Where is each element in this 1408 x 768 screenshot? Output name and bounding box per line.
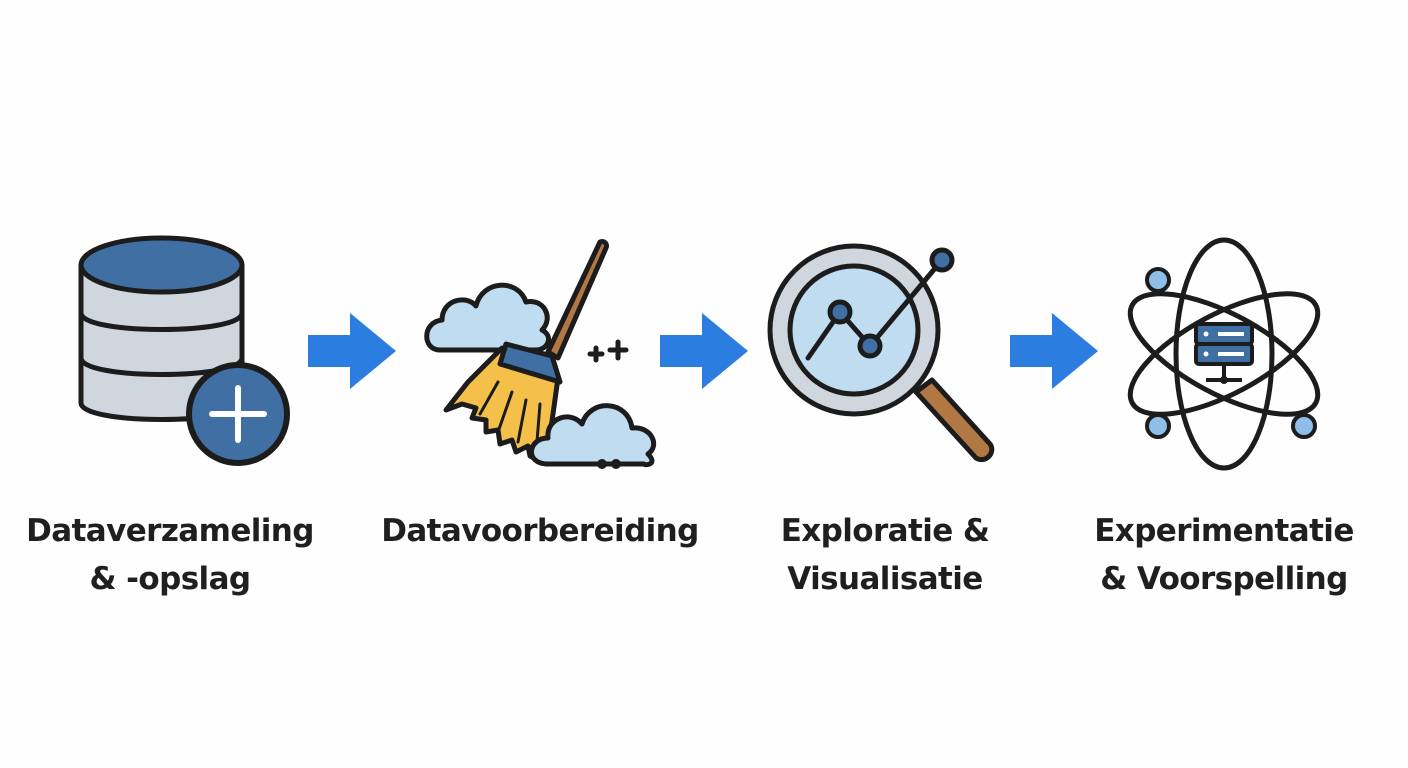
label-line: Experimentatie (1094, 513, 1354, 549)
arrow-right-icon (308, 313, 396, 389)
arrow-right-icon (1010, 313, 1098, 389)
atom-server-icon (1127, 237, 1321, 471)
label-line: Datavoorbereiding (381, 513, 699, 549)
label-line: Dataverzameling (26, 513, 314, 549)
magnifier-chart-icon (767, 243, 995, 462)
arrow-right-icon (660, 313, 748, 389)
step-label-exploration: Exploratie & Visualisatie (740, 507, 1030, 603)
step-label-experimentation: Experimentatie & Voorspelling (1068, 507, 1380, 603)
broom-cleaning-icon (424, 239, 656, 469)
label-line: Exploratie & (780, 513, 990, 549)
label-line: & -opslag (89, 561, 252, 597)
label-line: Visualisatie (787, 561, 983, 597)
step-label-data-preparation: Datavoorbereiding (366, 507, 714, 555)
database-add-icon (78, 235, 290, 466)
step-label-data-collection: Dataverzameling & -opslag (10, 507, 330, 603)
label-line: & Voorspelling (1100, 561, 1348, 597)
